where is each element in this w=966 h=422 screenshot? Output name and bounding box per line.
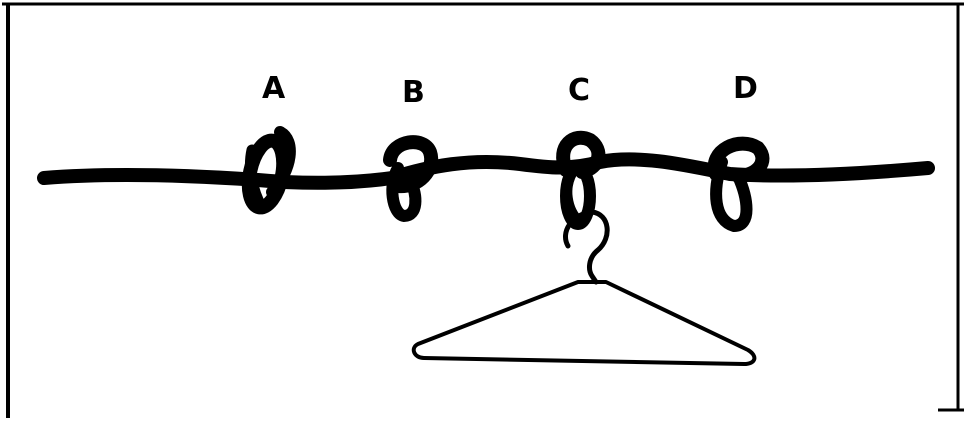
knot-a xyxy=(243,132,290,211)
label-a: A xyxy=(262,71,286,106)
hanger-body xyxy=(414,282,755,364)
label-b: B xyxy=(402,75,425,110)
knot-b xyxy=(390,142,431,216)
rope xyxy=(44,159,928,182)
coat-hanger xyxy=(414,212,755,364)
label-d: D xyxy=(733,71,758,106)
frame-border xyxy=(2,4,964,418)
label-c: C xyxy=(568,73,590,108)
knot-d xyxy=(715,144,763,226)
